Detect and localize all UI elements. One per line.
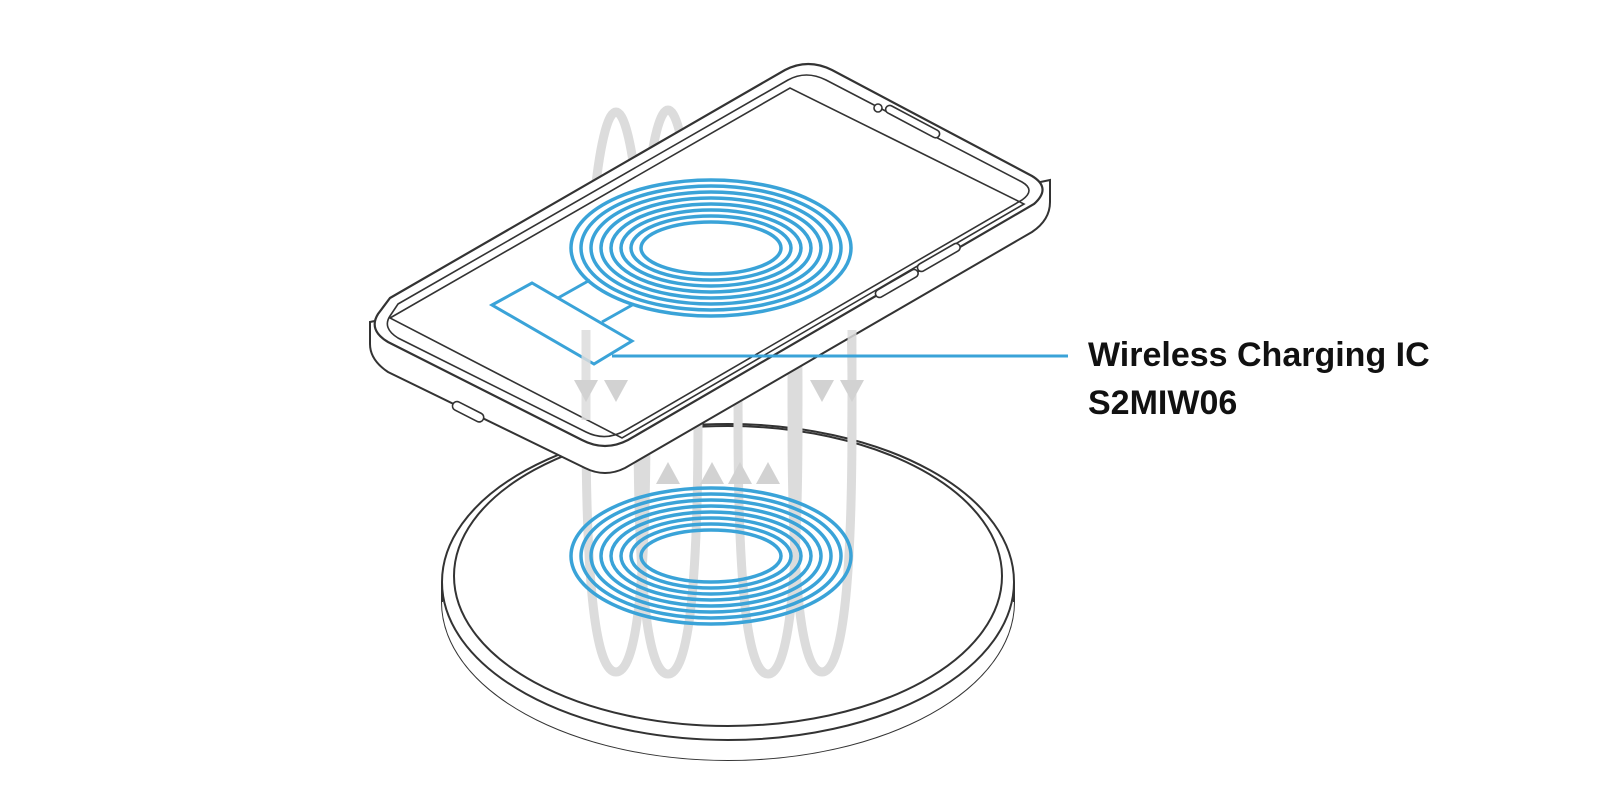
field-direction-arrows-up — [656, 462, 780, 484]
smartphone-icon — [369, 62, 1051, 474]
callout-part-number: S2MIW06 — [1088, 384, 1237, 422]
field-direction-arrows-down — [574, 380, 864, 402]
magnetic-field-lines-front-upper — [581, 330, 857, 420]
receiver-coil-icon — [569, 178, 853, 318]
ic-chip-icon — [488, 278, 635, 366]
callout: Wireless Charging IC S2MIW06 — [612, 336, 1430, 422]
callout-title: Wireless Charging IC — [1088, 336, 1430, 374]
transmitter-coil-icon — [569, 486, 853, 626]
